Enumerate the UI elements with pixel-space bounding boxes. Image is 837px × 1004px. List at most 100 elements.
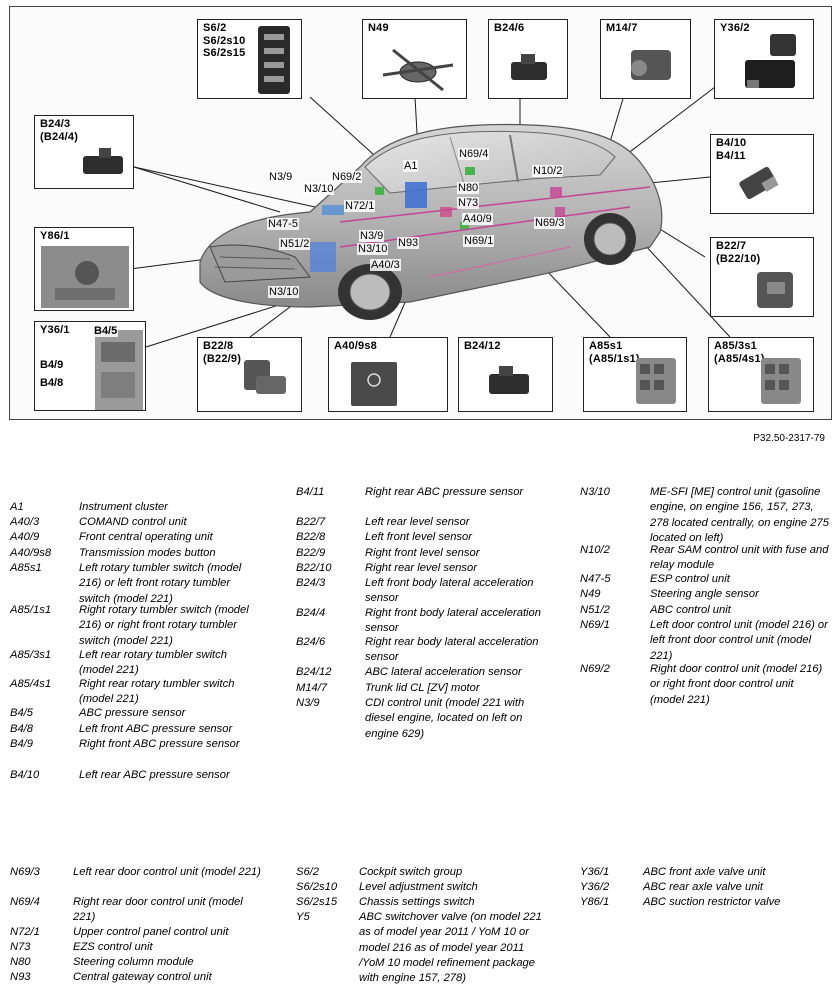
legend-description: Steering column module bbox=[73, 956, 194, 968]
legend-code: N3/10 bbox=[580, 486, 610, 498]
callout-label: Y36/1 bbox=[40, 324, 70, 336]
legend-description: Left front ABC pressure sensor bbox=[79, 723, 233, 735]
legend-description: Right rear rotary tumbler switch (model … bbox=[79, 678, 235, 706]
legend-description: EZS control unit bbox=[73, 941, 153, 953]
legend-code: N69/2 bbox=[580, 663, 610, 675]
callout-m14-7: M14/7 bbox=[600, 19, 691, 99]
legend-code: A40/3 bbox=[10, 516, 40, 528]
callout-label: A85/3s1 (A85/4s1) bbox=[714, 340, 765, 365]
legend-code: A85/4s1 bbox=[10, 678, 52, 690]
legend-description: CDI control unit (model 221 with diesel … bbox=[365, 697, 525, 740]
tag-n80: N80 bbox=[457, 182, 480, 194]
tag-a40-3: A40/3 bbox=[370, 259, 401, 271]
legend-code: S6/2 bbox=[296, 866, 320, 878]
callout-label: B24/3 (B24/4) bbox=[40, 118, 79, 143]
legend-description: Front central operating unit bbox=[79, 531, 213, 543]
callout-b22-7: B22/7 (B22/10) bbox=[710, 237, 814, 317]
tag-n3-9: N3/9 bbox=[268, 171, 294, 183]
legend-description: Left front body lateral acceleration sen… bbox=[365, 577, 534, 605]
legend-description: Left front level sensor bbox=[365, 531, 472, 543]
legend-description: Right rear door control unit (model 221) bbox=[73, 896, 243, 924]
tag-n3-9: N3/9 bbox=[359, 230, 385, 242]
legend-description: Left rear rotary tumbler switch (model 2… bbox=[79, 649, 227, 677]
switch-group-icon bbox=[258, 26, 290, 94]
callout-a40-9s8: A40/9s8 bbox=[328, 337, 448, 412]
tag-a1: A1 bbox=[403, 160, 419, 172]
legend-code: A85/3s1 bbox=[10, 649, 52, 661]
legend-description: Upper control panel control unit bbox=[73, 926, 229, 938]
legend-description: Instrument cluster bbox=[79, 501, 168, 513]
callout-label: A40/9s8 bbox=[334, 340, 377, 352]
rotary-tumbler-switch-icon bbox=[636, 358, 676, 404]
legend-description: Right door control unit (model 216) or r… bbox=[650, 663, 823, 706]
level-sensor-icon bbox=[244, 360, 286, 394]
legend-description: Left rotary tumbler switch (model 216) o… bbox=[79, 562, 242, 605]
callout-a85s1: A85s1 (A85/1s1) bbox=[583, 337, 687, 412]
legend-code: B4/10 bbox=[10, 769, 40, 781]
tag-n3-10: N3/10 bbox=[303, 183, 335, 195]
tag-n51-2: N51/2 bbox=[279, 238, 311, 250]
legend-code: B4/5 bbox=[10, 707, 34, 719]
pressure-sensor-icon bbox=[739, 166, 779, 200]
legend-code: Y5 bbox=[296, 911, 310, 923]
rotary-tumbler-switch-icon bbox=[761, 358, 801, 404]
legend-code: B4/8 bbox=[10, 723, 34, 735]
legend-description: COMAND control unit bbox=[79, 516, 187, 528]
tag-n69-1: N69/1 bbox=[463, 235, 495, 247]
legend-description: Right rear level sensor bbox=[365, 562, 477, 574]
legend-description: Rear SAM control unit with fuse and rela… bbox=[650, 544, 829, 572]
legend-description: Right front level sensor bbox=[365, 547, 480, 559]
callout-label: A85s1 (A85/1s1) bbox=[589, 340, 640, 365]
tag-n69-3: N69/3 bbox=[534, 217, 566, 229]
sub-label-b4-8: B4/8 bbox=[39, 377, 65, 389]
legend-description: Cockpit switch group bbox=[359, 866, 463, 878]
legend-code: A40/9 bbox=[10, 531, 40, 543]
legend-code: B22/7 bbox=[296, 516, 326, 528]
steering-angle-sensor-icon bbox=[382, 48, 454, 92]
legend-description: ABC lateral acceleration sensor bbox=[365, 666, 522, 678]
callout-a85-3s1: A85/3s1 (A85/4s1) bbox=[708, 337, 814, 412]
legend-code: B24/3 bbox=[296, 577, 326, 589]
legend-code: N49 bbox=[580, 588, 601, 600]
callout-n49: N49 bbox=[362, 19, 467, 99]
legend-description: Left door control unit (model 216) or le… bbox=[650, 619, 828, 662]
trunk-lid-motor-icon bbox=[631, 50, 671, 80]
tag-n72-1: N72/1 bbox=[344, 200, 376, 212]
callout-label: Y36/2 bbox=[720, 22, 750, 34]
legend-code: N69/3 bbox=[10, 866, 40, 878]
tag-n10-2: N10/2 bbox=[532, 165, 564, 177]
callout-b24-12: B24/12 bbox=[458, 337, 553, 412]
legend-code: N72/1 bbox=[10, 926, 40, 938]
legend-code: N47-5 bbox=[580, 573, 611, 585]
legend-description: Right front body lateral acceleration se… bbox=[365, 607, 541, 635]
front-axle-valve-unit-icon bbox=[95, 330, 143, 410]
legend-code: A85/1s1 bbox=[10, 604, 52, 616]
legend-code: S6/2s10 bbox=[296, 881, 338, 893]
figure-reference: P32.50-2317-79 bbox=[753, 433, 825, 444]
tag-n93: N93 bbox=[397, 237, 420, 249]
legend-description: ABC rear axle valve unit bbox=[643, 881, 764, 893]
tag-n47-5: N47-5 bbox=[267, 218, 299, 230]
callout-label: B22/8 (B22/9) bbox=[203, 340, 242, 365]
legend-description: Chassis settings switch bbox=[359, 896, 475, 908]
callout-label: Y86/1 bbox=[40, 230, 70, 242]
legend-code: B24/12 bbox=[296, 666, 332, 678]
tag-n3-10: N3/10 bbox=[357, 243, 389, 255]
callout-b4-10: B4/10 B4/11 bbox=[710, 134, 814, 214]
callout-y86-1: Y86/1 bbox=[34, 227, 134, 311]
legend-description: Steering angle sensor bbox=[650, 588, 759, 600]
legend-code: S6/2s15 bbox=[296, 896, 338, 908]
legend-description: Right rear body lateral acceleration sen… bbox=[365, 636, 539, 664]
valve-unit-icon bbox=[745, 34, 796, 88]
sub-label-b4-5: B4/5 bbox=[93, 325, 119, 337]
callout-label: N49 bbox=[368, 22, 389, 34]
callout-label: B24/12 bbox=[464, 340, 501, 352]
legend-code: B22/8 bbox=[296, 531, 326, 543]
legend-description: ABC switchover valve (on model 221 as of… bbox=[359, 911, 542, 985]
legend-description: ABC pressure sensor bbox=[79, 707, 186, 719]
legend-description: ABC suction restrictor valve bbox=[643, 896, 781, 908]
legend-description: ESP control unit bbox=[650, 573, 730, 585]
callout-label: M14/7 bbox=[606, 22, 638, 34]
legend-description: Trunk lid CL [ZV] motor bbox=[365, 682, 480, 694]
legend-code: N69/4 bbox=[10, 896, 40, 908]
